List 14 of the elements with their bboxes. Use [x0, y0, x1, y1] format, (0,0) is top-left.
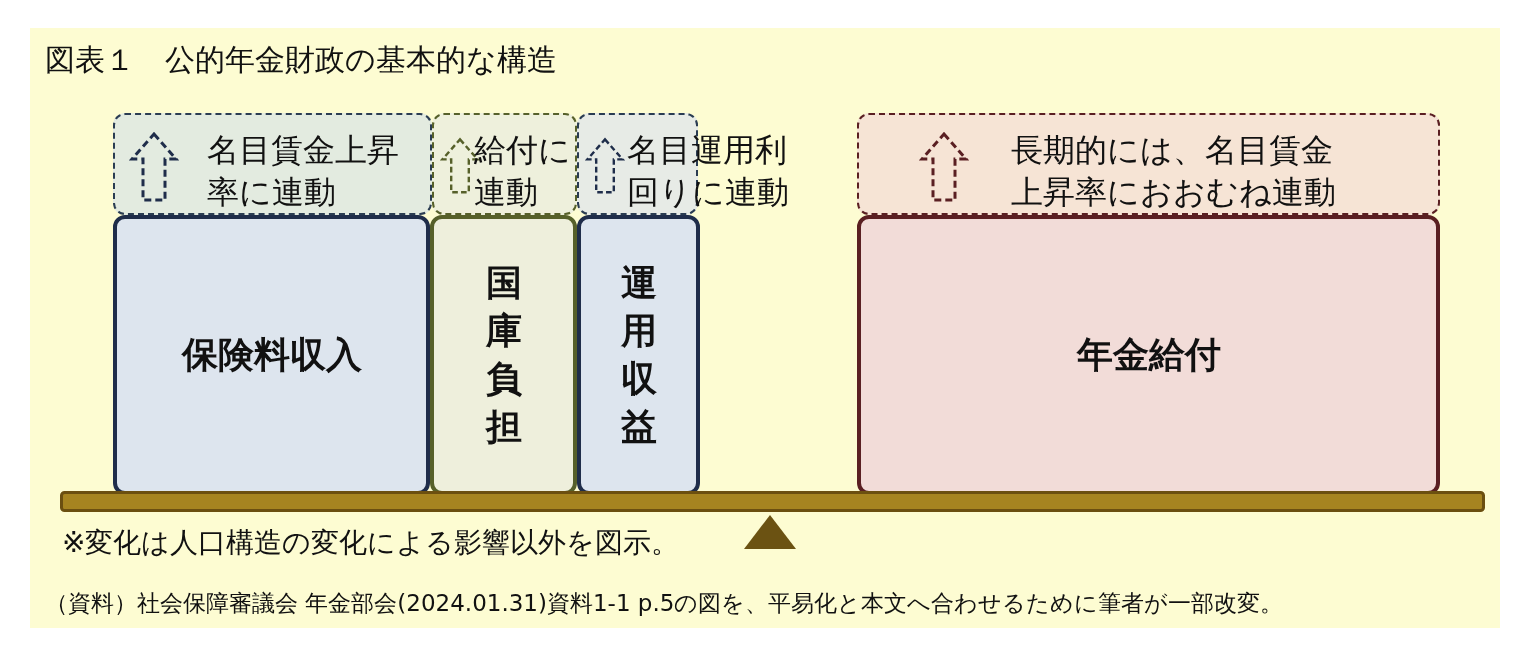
figure-title: 図表１ 公的年金財政の基本的な構造 [45, 41, 557, 79]
note-text: 名目運用利回りに連動 [627, 130, 790, 213]
note-box [857, 113, 1440, 215]
note-text: 名目賃金上昇率に連動 [207, 130, 400, 213]
note-box [113, 113, 432, 215]
box-label: 運用収益 [619, 261, 658, 449]
box-label: 国庫負担 [484, 261, 523, 449]
box-label: 保険料収入 [181, 332, 362, 377]
note-text: 給付に連動 [474, 130, 572, 213]
source-note: （資料）社会保障審議会 年金部会(2024.01.31)資料1-1 p.5の図を、平易化と本文へ合わせるために筆者が一部改変。 [45, 589, 1284, 618]
box-label: 年金給付 [1076, 332, 1221, 377]
note-text: 長期的には、名目賃金上昇率におおむね連動 [1011, 130, 1337, 213]
note-box [432, 113, 577, 215]
footnote: ※変化は人口構造の変化による影響以外を図示。 [62, 525, 680, 561]
